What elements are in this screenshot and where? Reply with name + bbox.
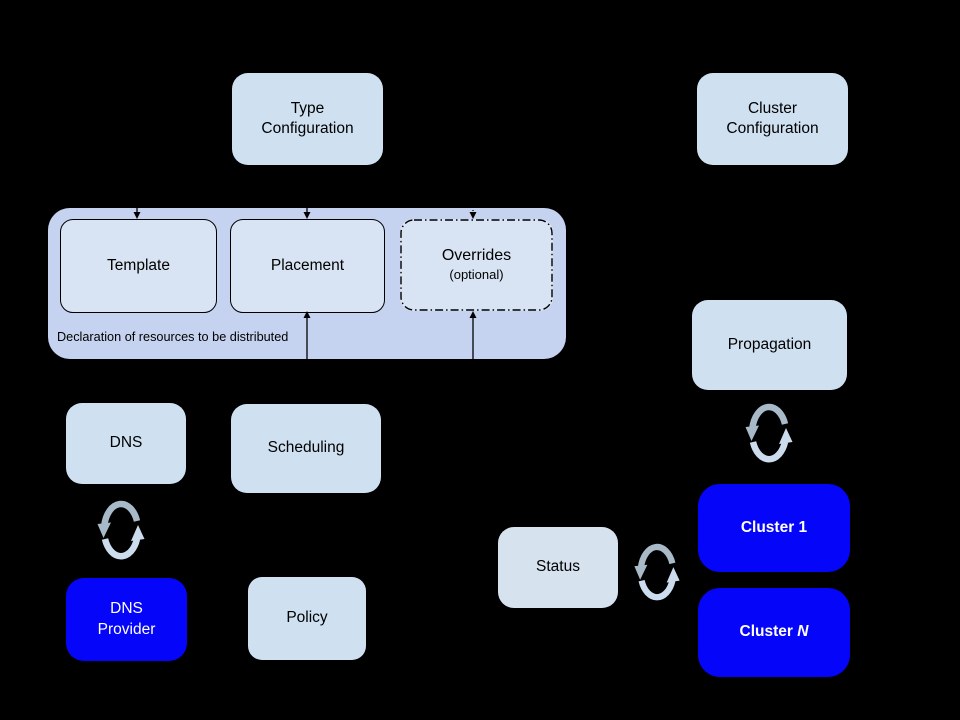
node-cluster-configuration: Cluster Configuration (697, 73, 848, 165)
declaration-note: Declaration of resources to be distribut… (57, 330, 289, 344)
dns-sync-arrows-icon (94, 493, 148, 567)
arrow-into-template-icon (132, 204, 142, 219)
scheduling-label: Scheduling (267, 439, 345, 457)
node-dns: DNS (66, 403, 186, 484)
node-cluster-n: Cluster N (698, 588, 850, 677)
overrides-dashdot-border (400, 219, 553, 311)
type-configuration-label-line1: Type (290, 99, 325, 117)
arrow-up-into-overrides-icon (468, 311, 478, 359)
placement-label: Placement (270, 256, 345, 274)
dns-provider-label-line2: Provider (97, 620, 156, 638)
node-template: Template (60, 219, 217, 313)
status-label: Status (536, 558, 580, 576)
node-dns-provider: DNS Provider (66, 578, 187, 661)
node-policy: Policy (248, 577, 366, 660)
propagation-label: Propagation (727, 335, 812, 353)
resources-declaration-container: Template Placement Overrides (optional) … (48, 208, 566, 359)
cluster-configuration-label-line1: Cluster (747, 99, 798, 117)
propagation-sync-arrows-icon (742, 396, 796, 470)
dns-provider-label-line1: DNS (110, 600, 143, 618)
node-status: Status (498, 527, 618, 608)
cluster-configuration-label-line2: Configuration (726, 120, 819, 137)
node-overrides: Overrides (optional) (400, 219, 553, 311)
dns-label: DNS (109, 434, 143, 452)
policy-label: Policy (286, 609, 328, 627)
node-cluster-1: Cluster 1 (698, 484, 850, 572)
overrides-optional-label: (optional) (449, 267, 504, 283)
overrides-label: Overrides (441, 246, 512, 264)
node-scheduling: Scheduling (231, 404, 381, 493)
arrow-up-into-placement-icon (302, 311, 312, 359)
type-configuration-label-line2: Configuration (261, 120, 354, 137)
cluster-n-prefix: Cluster (739, 623, 793, 641)
cluster-n-suffix: N (797, 623, 809, 641)
cluster-n-label: Cluster N (740, 622, 809, 642)
arrow-into-overrides-dashed-icon (468, 204, 478, 219)
cluster-1-label: Cluster 1 (740, 518, 808, 536)
node-type-configuration: Type Configuration (232, 73, 383, 165)
template-label: Template (107, 256, 170, 274)
arrow-into-placement-icon (302, 204, 312, 219)
node-placement: Placement (230, 219, 385, 313)
status-sync-arrows-icon (631, 536, 683, 608)
node-propagation: Propagation (692, 300, 847, 390)
